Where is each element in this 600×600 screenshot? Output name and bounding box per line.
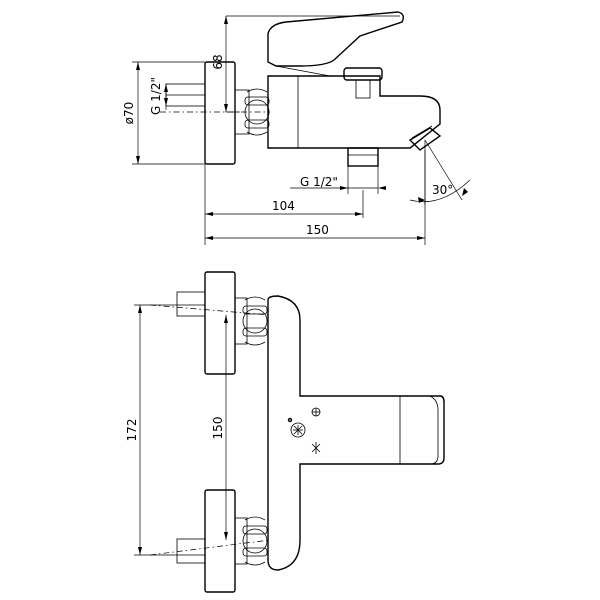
spout-outlet [408,127,442,151]
dim-diameter-label: ø70 [122,102,136,125]
dim-thread-bottom-label: G 1/2" [300,175,338,189]
aerator-grid-icon [290,422,306,438]
lever-handle [267,11,405,67]
side-view: 68 ø70 G 1/2" G 1/2" 104 150 [122,11,471,245]
dim-68-label: 68 [211,54,225,69]
dim-150-side-label: 150 [306,223,329,237]
front-view: 172 150 [125,271,445,593]
dim-104-label: 104 [272,199,295,213]
dim-thread-top-label: G 1/2" [149,77,163,115]
bottom-wall-plate [204,489,236,593]
wall-plate [204,61,236,165]
dim-150-spacing-label: 150 [211,417,225,440]
dim-172-label: 172 [125,419,139,442]
shower-outlet [347,147,379,167]
top-wall-plate [204,271,236,375]
diverter-knob [343,67,383,81]
mixer-body [267,75,441,149]
dim-angle-label: 30° [432,183,453,197]
front-mixer-body [267,295,445,571]
cold-water-icon [311,442,321,454]
